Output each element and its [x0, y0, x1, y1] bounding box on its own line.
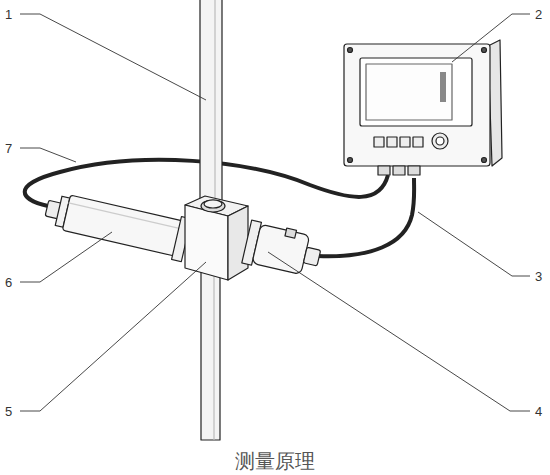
sensor-body	[42, 187, 191, 262]
pipe	[201, 272, 220, 440]
callout-number: 6	[4, 275, 13, 290]
callout-number: 3	[534, 269, 543, 284]
pipe	[200, 0, 222, 208]
callout-number: 7	[4, 141, 13, 156]
figure-caption: 测量原理	[235, 448, 315, 475]
callout-number: 1	[4, 7, 13, 22]
callout-number: 4	[534, 404, 543, 419]
sensor-body	[242, 220, 324, 280]
flow-cell	[185, 196, 248, 280]
controller-housing	[344, 40, 502, 175]
callout-number: 2	[534, 7, 543, 22]
callout-number: 5	[4, 404, 13, 419]
leader-line	[20, 14, 530, 411]
sensor-cable	[318, 178, 414, 256]
